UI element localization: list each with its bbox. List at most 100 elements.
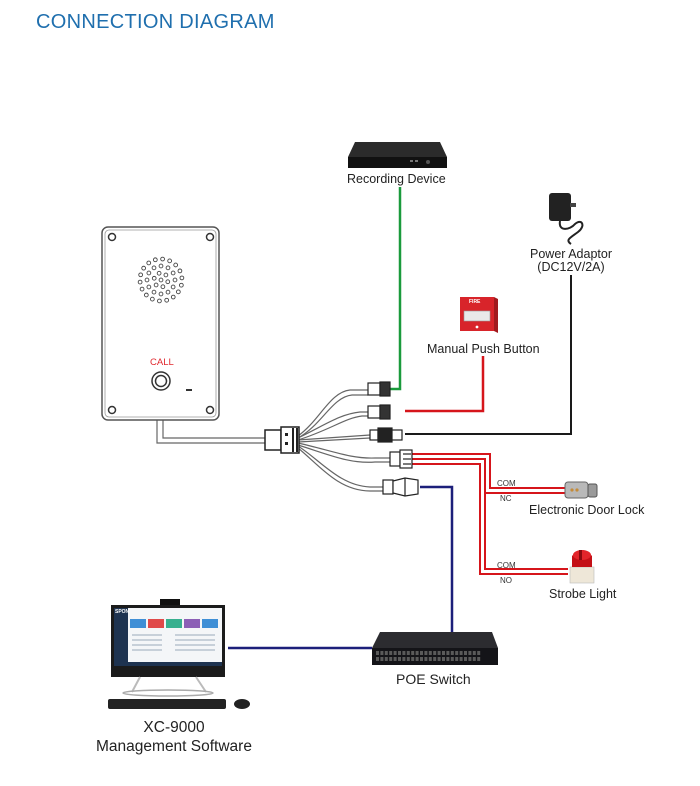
speaker-hole	[153, 282, 159, 288]
switch-port	[384, 657, 388, 661]
wire-relay	[412, 453, 568, 575]
switch-port	[398, 651, 401, 655]
speaker-hole	[165, 279, 171, 285]
power-adaptor-name: Power Adaptor	[530, 247, 612, 261]
speaker-hole	[152, 257, 158, 263]
software-name: Management Software	[96, 738, 252, 755]
speaker-hole	[160, 256, 165, 262]
power-adaptor-spec: (DC12V/2A)	[537, 260, 605, 274]
switch-port	[424, 651, 428, 655]
main-connector	[264, 426, 300, 454]
speaker-hole	[151, 289, 157, 295]
poe-switch-label: POE Switch	[396, 671, 471, 687]
switch-port	[472, 651, 476, 655]
switch-port	[398, 657, 401, 661]
power-adaptor-image	[549, 193, 584, 245]
speaker-hole	[177, 268, 183, 274]
speaker-hole	[150, 296, 155, 302]
speaker-grille	[137, 256, 185, 304]
power-adaptor-label: Power Adaptor (DC12V/2A)	[530, 248, 612, 274]
connector-push-button	[367, 404, 391, 420]
speaker-hole	[173, 262, 179, 268]
speaker-hole	[165, 265, 171, 271]
door-lock-image	[564, 481, 598, 499]
switch-port	[450, 657, 454, 661]
intercom-panel	[101, 226, 220, 421]
switch-port	[415, 651, 419, 655]
switch-port	[420, 651, 423, 655]
speaker-hole	[163, 272, 169, 278]
connector-recording	[367, 381, 391, 397]
switch-port	[450, 651, 454, 655]
switch-port	[389, 651, 393, 655]
switch-port	[433, 651, 437, 655]
speaker-hole	[170, 284, 176, 290]
switch-port	[424, 657, 428, 661]
speaker-hole	[158, 277, 164, 283]
push-button-image	[460, 297, 498, 333]
switch-port	[420, 657, 423, 661]
switch-port	[464, 651, 467, 655]
switch-port	[415, 657, 419, 661]
speaker-hole	[170, 294, 176, 300]
switch-port	[393, 657, 397, 661]
speaker-hole	[179, 275, 185, 281]
switch-port	[402, 657, 406, 661]
recording-device-image	[348, 142, 447, 168]
call-label: CALL	[150, 357, 174, 368]
connector-power	[369, 427, 403, 443]
speaker-hole	[164, 297, 170, 303]
speaker-hole	[143, 292, 149, 298]
switch-port	[455, 651, 459, 655]
strobe-no-label: NO	[500, 576, 512, 585]
speaker-hole	[146, 260, 152, 266]
speaker-hole	[172, 277, 178, 283]
switch-port	[433, 657, 437, 661]
recording-device-label: Recording Device	[347, 172, 446, 186]
switch-port	[376, 651, 379, 655]
switch-port	[428, 657, 432, 661]
speaker-hole	[137, 279, 143, 285]
switch-port	[389, 657, 393, 661]
switch-port	[464, 657, 467, 661]
push-button-label: Manual Push Button	[427, 342, 540, 356]
switch-port	[411, 657, 415, 661]
speaker-hole	[146, 270, 152, 276]
switch-port	[428, 651, 432, 655]
switch-port	[459, 657, 463, 661]
brand-logo: SPON	[115, 609, 130, 615]
door-lock-label: Electronic Door Lock	[529, 503, 645, 517]
poe-switch-image	[372, 632, 498, 665]
strobe-com-label: COM	[497, 561, 516, 570]
switch-port	[446, 651, 450, 655]
speaker-hole	[151, 275, 157, 281]
switch-port	[477, 651, 481, 655]
switch-port	[437, 651, 441, 655]
wire-recording	[390, 187, 402, 391]
speaker-hole	[156, 270, 162, 276]
switch-port	[384, 651, 388, 655]
speaker-hole	[151, 265, 157, 271]
switch-port	[380, 651, 384, 655]
wire-push-button	[405, 356, 485, 413]
speaker-hole	[144, 277, 150, 283]
fire-badge: FIRE	[469, 299, 481, 305]
page-title: CONNECTION DIAGRAM	[36, 11, 275, 33]
switch-port	[459, 651, 463, 655]
switch-port	[446, 657, 450, 661]
software-label: XC-9000 Management Software	[84, 718, 264, 756]
switch-port	[437, 657, 441, 661]
speaker-hole	[138, 272, 144, 278]
switch-port	[455, 657, 459, 661]
strobe-light-label: Strobe Light	[549, 587, 617, 601]
speaker-hole	[175, 289, 181, 295]
computer-image	[108, 599, 250, 709]
strobe-light-image	[569, 550, 595, 584]
switch-port	[468, 651, 472, 655]
speaker-hole	[158, 263, 164, 269]
speaker-hole	[170, 270, 176, 276]
switch-port	[411, 651, 415, 655]
software-model: XC-9000	[143, 719, 205, 736]
wire-network	[420, 485, 454, 632]
